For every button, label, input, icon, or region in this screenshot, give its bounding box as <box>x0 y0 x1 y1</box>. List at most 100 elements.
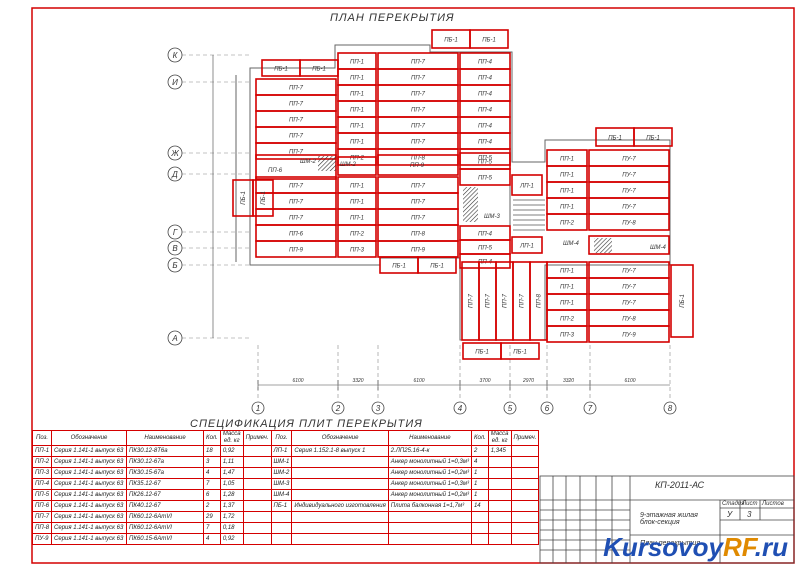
slab-east2 <box>588 213 670 231</box>
spec-cell <box>242 478 272 490</box>
spec-cell: ПП-8 <box>31 522 53 534</box>
slab-right-label: ПП-4 <box>478 76 493 82</box>
axis-bubble-letter <box>167 166 183 182</box>
spec-cell <box>291 522 389 534</box>
spec-cell: 6 <box>203 489 221 501</box>
slab-mid2-label: ПП-7 <box>411 92 426 98</box>
spec-cell <box>387 522 472 534</box>
dimension-label: 3320 <box>352 378 363 384</box>
slab-east-low1-label: ПП-3 <box>560 333 575 339</box>
spec-cell <box>270 533 293 545</box>
axis-letter: Г <box>173 228 178 237</box>
axis-grid <box>182 54 671 400</box>
slab-vertical-label: ПП-7 <box>486 293 492 308</box>
spec-cell: 1,72 <box>219 511 244 523</box>
axis-bubble-number <box>583 401 597 415</box>
axis-number: 1 <box>256 404 260 413</box>
dimension-label: 2970 <box>522 378 534 384</box>
slab-lower-left <box>255 240 337 258</box>
slab-vertical-label: ПП-7 <box>520 293 526 308</box>
spec-cell: ПБ-1 <box>270 500 293 512</box>
slab-lower-left-label: ПП-7 <box>289 216 304 222</box>
spec-cell: 1 <box>470 489 489 501</box>
axis-bubble-letter <box>167 74 183 90</box>
stair-flight-label: ЛП-1 <box>519 244 534 250</box>
spec-cell <box>487 500 512 512</box>
spec-cell <box>291 478 389 490</box>
slab-mid1-label: ПП-1 <box>350 92 364 98</box>
balcony-slab-east-label: ПБ-1 <box>646 136 660 142</box>
slab-east-low1-label: ПП-1 <box>560 301 574 307</box>
spec-cell: 0,92 <box>219 445 244 457</box>
spec-header-cell: Обозначение <box>51 430 128 446</box>
slab-east-low2-label: ПУ-7 <box>622 301 636 307</box>
spec-cell <box>242 456 272 468</box>
slab-lower-mid2-label: ПП-7 <box>411 200 426 206</box>
shm-label: ШМ-3 <box>484 214 501 220</box>
slab-left <box>255 142 337 160</box>
slab-left-label: ПП-7 <box>289 102 304 108</box>
spec-cell <box>242 467 272 479</box>
spec-cell: Серия 1.141-1 выпуск 63 <box>51 456 128 468</box>
axis-number: 2 <box>335 404 341 413</box>
axis-bubble-number <box>540 401 554 415</box>
slab-mid-band <box>377 154 459 176</box>
spec-cell: ШМ-2 <box>270 467 293 479</box>
balcony-slab-top-label: ПБ-1 <box>482 38 496 44</box>
axis-bubble-letter <box>167 240 183 256</box>
watermark-part1: Kursovoy <box>603 532 723 562</box>
staircase <box>513 199 545 231</box>
dimension-label: 6100 <box>624 378 635 384</box>
slab-east2-label: ПУ-8 <box>622 221 636 227</box>
shm-label: ШМ-2 <box>340 162 357 168</box>
spec-cell <box>487 489 512 501</box>
slab-lower-mid2-label: ПП-8 <box>411 232 426 238</box>
slab-lower-right-label: ПП-5 <box>478 176 493 182</box>
sheet-frame <box>31 7 795 564</box>
spec-cell <box>487 511 512 523</box>
watermark-part3: .ru <box>754 532 788 562</box>
balcony-slab-mid-label: ПБ-1 <box>430 264 444 270</box>
spec-cell: 0,18 <box>219 522 244 534</box>
slab-mid2-label: ПП-7 <box>411 140 426 146</box>
shm-label: ШМ-2 <box>300 159 317 165</box>
axis-letter: Ж <box>170 149 179 158</box>
slab-vertical-label: ПП-7 <box>503 293 509 308</box>
spec-header-cell: Поз. <box>31 430 53 446</box>
axis-number: 7 <box>588 404 593 413</box>
spec-cell <box>510 522 540 534</box>
spec-cell <box>291 511 389 523</box>
slab-mid2-label: ПП-8 <box>411 156 426 162</box>
stamp-code: КП-2011-АС <box>655 480 705 490</box>
stamp-sheet-label: Лист <box>742 501 758 507</box>
spec-header-cell: Кол. <box>203 430 221 446</box>
stamp-sheet-title: План перекрытия <box>640 540 701 547</box>
slab-east2-label: ПУ-7 <box>622 173 636 179</box>
spec-cell: Анкер монолитный 1=0,2м³ <box>387 489 472 501</box>
stamp-stage: У <box>727 510 733 519</box>
dimension-label: 3320 <box>563 378 574 384</box>
spec-cell <box>291 489 389 501</box>
spec-cell: ПК30.15-67а <box>126 467 205 479</box>
slab-lower-left-label: ПП-9 <box>289 248 304 254</box>
spec-cell <box>510 533 540 545</box>
spec-cell <box>470 511 489 523</box>
spec-cell: ПК26.12-67 <box>126 489 205 501</box>
spec-cell <box>510 511 540 523</box>
axis-bubble-letter <box>167 224 183 240</box>
spec-cell <box>387 533 472 545</box>
slab-mid2-label: ПП-7 <box>411 124 426 130</box>
balcony-slab-top-label: ПБ-1 <box>444 38 458 44</box>
spec-header-cell: Примеч. <box>510 430 540 446</box>
spec-cell: ПП-5 <box>31 489 53 501</box>
spec-cell: ПУ-9 <box>31 533 53 545</box>
dimension-label: 3700 <box>479 378 490 384</box>
slab-lower-mid1-label: ПП-1 <box>350 200 364 206</box>
spec-cell: 3 <box>203 456 221 468</box>
spec-cell: 7 <box>203 478 221 490</box>
axis-letter: К <box>173 51 179 60</box>
